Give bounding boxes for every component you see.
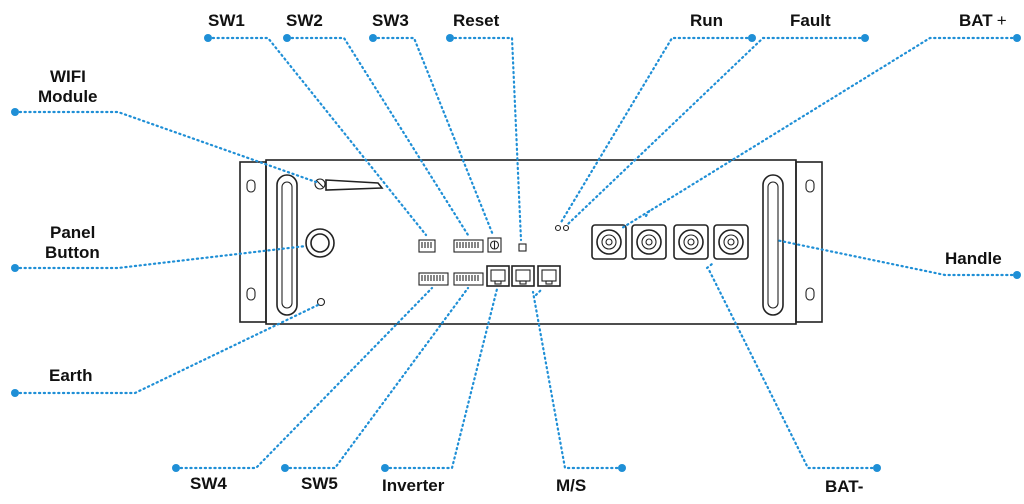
label-sw4: SW4: [190, 474, 227, 493]
label-panel-line2: Button: [45, 243, 100, 262]
dot-run: [748, 34, 756, 42]
battery-connector-4: [713, 224, 749, 260]
label-reset: Reset: [453, 11, 500, 30]
leader-sw3: [371, 36, 495, 237]
leader-ms: [531, 290, 624, 470]
label-sw2: SW2: [286, 11, 323, 30]
dot-reset: [446, 34, 454, 42]
left-mount-hole-bottom: [246, 287, 256, 301]
leader-sw5: [283, 286, 470, 470]
rj45-port-inverter: [486, 265, 510, 287]
leader-sw1: [206, 36, 428, 237]
dot-sw2: [283, 34, 291, 42]
label-bat-minus: BAT-: [825, 477, 863, 496]
dot-handle: [1013, 271, 1021, 279]
right-rack-ear: [795, 161, 823, 323]
label-fault: Fault: [790, 11, 831, 30]
rj45-port-ms-2: [537, 265, 561, 287]
run-led-icon: [554, 224, 562, 232]
leader-sw2: [285, 36, 470, 237]
fault-led-icon: [562, 224, 570, 232]
dot-bat-plus: [1013, 34, 1021, 42]
leader-sw4: [174, 286, 434, 470]
dot-sw4: [172, 464, 180, 472]
label-run: Run: [690, 11, 723, 30]
right-handle: [762, 174, 784, 316]
right-mount-hole-bottom: [805, 287, 815, 301]
dot-earth: [11, 389, 19, 397]
leader-reset: [448, 36, 523, 242]
dot-inverter: [381, 464, 389, 472]
panel-power-button: [305, 228, 335, 258]
dot-sw1: [204, 34, 212, 42]
left-rack-ear: [239, 161, 267, 323]
dot-panel-button: [11, 264, 19, 272]
main-panel-body: [265, 159, 797, 325]
battery-connector-3: [673, 224, 709, 260]
leader-inverter: [383, 287, 499, 470]
leader-handle: [774, 238, 1019, 277]
dip-switch-sw1: [418, 239, 436, 253]
label-bat-plus-sign: +: [997, 11, 1007, 30]
battery-connector-1: [591, 224, 627, 260]
label-sw5: SW5: [301, 474, 338, 493]
label-ms: M/S: [556, 476, 586, 495]
leader-lines: [11, 34, 1021, 472]
label-sw1: SW1: [208, 11, 245, 30]
left-mount-hole-top: [246, 179, 256, 193]
label-wifi-line2: Module: [38, 87, 98, 106]
leader-earth: [13, 303, 320, 395]
dot-sw3: [369, 34, 377, 42]
dot-ms: [618, 464, 626, 472]
leader-wifi: [13, 110, 318, 184]
dip-switch-sw4: [418, 272, 449, 286]
leader-run: [558, 36, 754, 226]
label-panel-line1: Panel: [50, 223, 95, 242]
label-inverter: Inverter: [382, 476, 445, 495]
leader-bat-plus: [620, 36, 1019, 230]
right-mount-hole-top: [805, 179, 815, 193]
leader-bat-minus: [707, 268, 879, 470]
reset-button: [518, 243, 527, 252]
dip-switch-sw2: [453, 239, 484, 253]
label-earth: Earth: [49, 366, 92, 385]
labels: SW1 SW2 SW3 Reset Run Fault BAT+ WIFI Mo…: [38, 11, 1007, 496]
left-handle: [276, 174, 298, 316]
dot-bat-minus: [873, 464, 881, 472]
dip-switch-sw5: [453, 272, 484, 286]
leader-fault: [566, 36, 867, 226]
ms-tick-mark: [534, 288, 543, 297]
battery-connector-2: [631, 224, 667, 260]
rj45-port-ms-1: [511, 265, 535, 287]
left-handle-inner: [281, 181, 293, 309]
label-wifi-line1: WIFI: [50, 67, 86, 86]
device-front-panel: [239, 159, 823, 325]
right-handle-inner: [767, 181, 779, 309]
bat-minus-tick-mark: [705, 262, 714, 270]
leader-panel-button: [13, 244, 308, 270]
earth-terminal-icon: [316, 297, 326, 307]
rotary-switch-sw3: [487, 237, 502, 253]
dot-sw5: [281, 464, 289, 472]
wifi-antenna-icon: [314, 178, 384, 191]
label-sw3: SW3: [372, 11, 409, 30]
bat-plus-tick-mark: [644, 208, 652, 218]
label-handle: Handle: [945, 249, 1002, 268]
label-bat-plus: BAT+: [959, 11, 1007, 30]
dot-fault: [861, 34, 869, 42]
dot-wifi: [11, 108, 19, 116]
